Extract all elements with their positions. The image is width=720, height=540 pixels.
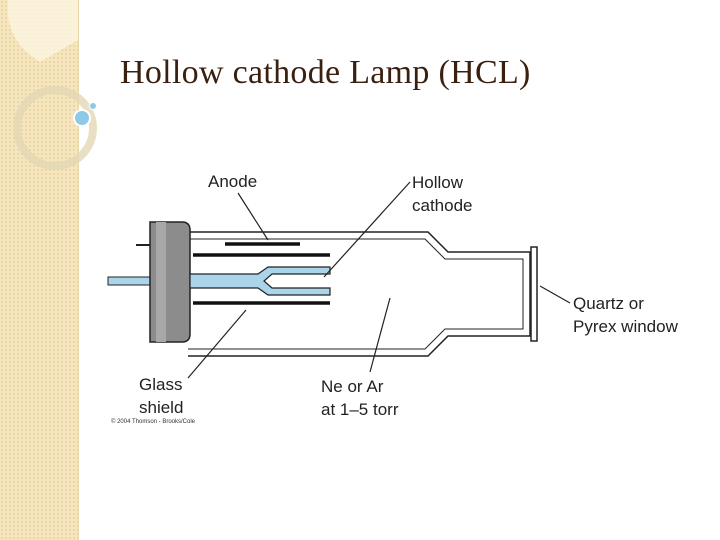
glass-shield-leader [187,309,247,379]
gas-leader [369,297,391,373]
decorative-ring [13,86,97,170]
label-glass-shield-1: Glass [139,375,183,394]
label-gas-1: Ne or Ar [321,377,384,396]
label-window-2: Pyrex window [573,317,678,336]
decorative-leaf [7,0,79,62]
label-anode: Anode [208,172,258,191]
window-leader [539,285,571,304]
label-hollow-cathode-2: cathode [412,196,473,215]
anode-leader [237,192,269,241]
label-window-1: Quartz or [573,294,644,313]
quartz-window [530,246,538,342]
label-hollow-cathode-1: Hollow [412,173,464,192]
hollow-cathode-lamp-diagram [107,181,571,379]
glass-envelope-inner [188,238,524,350]
decorative-bubble-large [73,109,91,127]
decorative-bubble-small [89,102,97,110]
decorative-swirl [7,0,97,170]
label-glass-shield-2: shield [139,398,184,417]
page-title: Hollow cathode Lamp (HCL) [120,54,531,91]
cathode-leader [323,181,411,278]
cathode-lead [107,276,155,286]
label-gas-2: at 1–5 torr [321,400,399,419]
hollow-cathode [189,266,331,296]
glass-envelope [188,231,531,357]
lamp-base-highlight [156,222,166,342]
copyright-credit: © 2004 Thomson - Brooks/Cole [111,419,196,425]
